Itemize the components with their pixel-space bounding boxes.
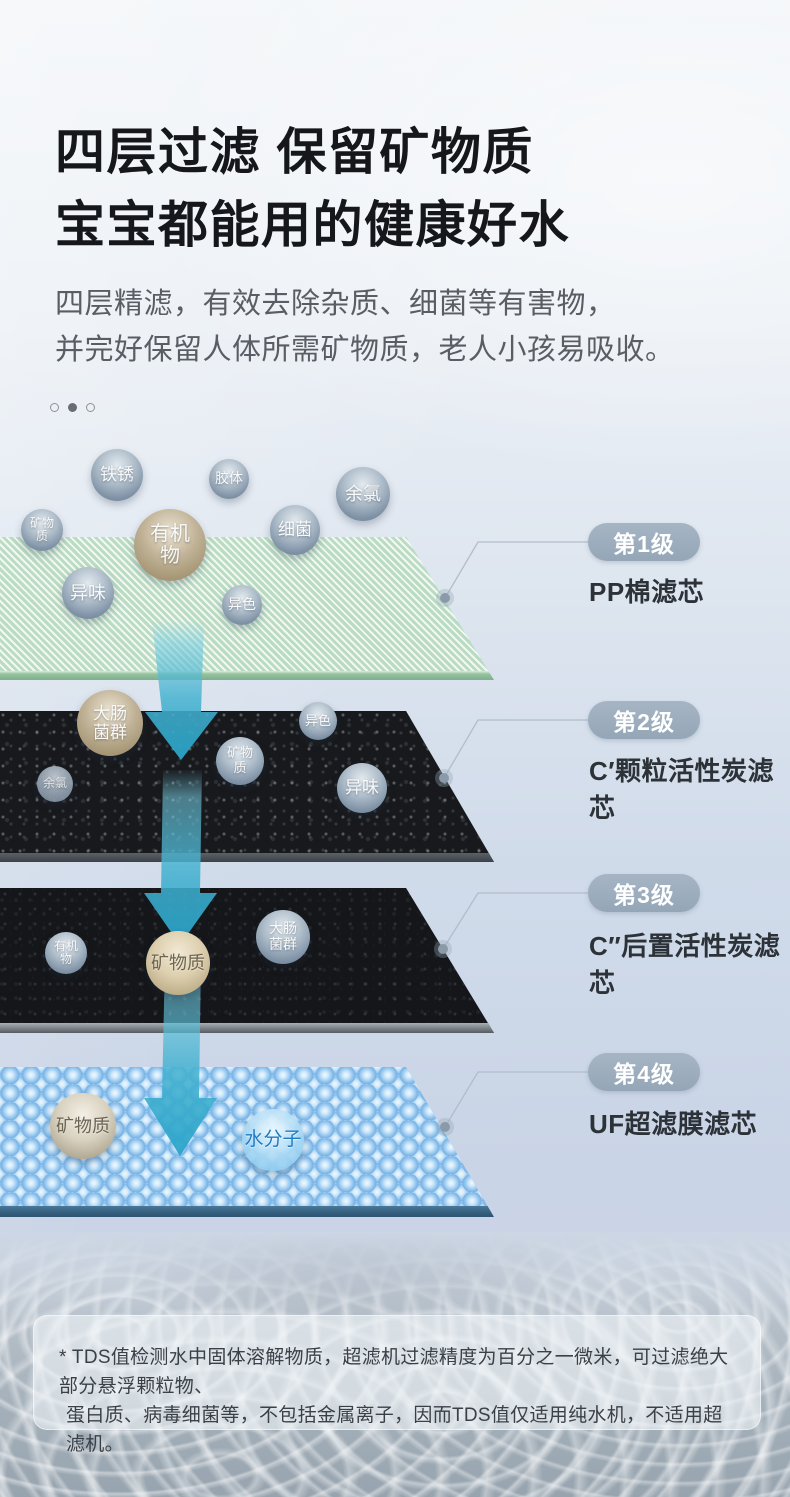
bubble-odor-2: 异味	[337, 763, 387, 813]
stage-4-name: UF超滤膜滤芯	[589, 1109, 758, 1139]
bubble-minerals-2: 矿物 质	[216, 737, 264, 785]
layer-4-edge	[0, 1206, 494, 1217]
footnote-line-2: 蛋白质、病毒细菌等，不包括金属离子，因而TDS值仅适用纯水机，不适用超滤机。	[66, 1405, 723, 1455]
layer-3-edge	[0, 1023, 494, 1033]
bubble-minerals-1: 矿物 质	[21, 509, 63, 551]
carousel-indicator	[50, 403, 95, 412]
tds-footnote-card: * TDS值检测水中固体溶解物质，超滤机过滤精度为百分之一微米，可过滤绝大部分悬…	[33, 1315, 761, 1455]
stage-1-name: PP棉滤芯	[589, 577, 705, 607]
stage-4-badge: 第4级	[588, 1053, 700, 1091]
bubble-organic-2: 有机 物	[45, 932, 87, 974]
bubble-coliform-1: 大肠 菌群	[77, 690, 143, 756]
stage-3-name: C″后置活性炭滤芯	[589, 931, 781, 998]
water-fog-overlay	[0, 1232, 790, 1327]
bubble-odor-1: 异味	[62, 567, 114, 619]
carousel-dot-3[interactable]	[86, 403, 95, 412]
bubble-organic-1: 有机 物	[134, 509, 206, 581]
stage-1-badge: 第1级	[588, 523, 700, 561]
bubble-chlorine-1: 余氯	[336, 467, 390, 521]
stage-2-name: C′颗粒活性炭滤芯	[589, 756, 775, 823]
bubble-bacteria: 细菌	[270, 505, 320, 555]
bubble-water-molecule: 水分子	[242, 1109, 304, 1171]
subtitle-line-2: 并完好保留人体所需矿物质，老人小孩易吸收。	[55, 334, 675, 366]
carousel-dot-1[interactable]	[50, 403, 59, 412]
bubble-coliform-2: 大肠 菌群	[256, 910, 310, 964]
bubble-chlorine-2: 余氯	[37, 766, 73, 802]
stage-2-badge: 第2级	[588, 701, 700, 739]
footnote-line-1: * TDS值检测水中固体溶解物质，超滤机过滤精度为百分之一微米，可过滤绝大部分悬…	[59, 1347, 729, 1397]
layer-2-edge	[0, 853, 494, 862]
bubble-minerals-3: 矿物质	[146, 931, 210, 995]
filter-layer-2-granular-carbon	[0, 711, 494, 862]
carousel-dot-2-active[interactable]	[68, 403, 77, 412]
page-subtitle: 四层精滤，有效去除杂质、细菌等有害物， 并完好保留人体所需矿物质，老人小孩易吸收…	[55, 281, 675, 373]
layer-2-granular-texture	[0, 711, 494, 862]
stage-3-badge: 第3级	[588, 874, 700, 912]
bubble-discolor-2: 异色	[299, 702, 337, 740]
subtitle-line-1: 四层精滤，有效去除杂质、细菌等有害物，	[55, 288, 616, 320]
bubble-minerals-4: 矿物质	[50, 1093, 116, 1159]
title-line-1: 四层过滤 保留矿物质	[55, 124, 534, 180]
bubble-discolor-1: 异色	[222, 585, 262, 625]
title-line-2: 宝宝都能用的健康好水	[55, 197, 570, 253]
bubble-colloid: 胶体	[209, 459, 249, 499]
layer-1-edge	[0, 671, 494, 680]
page-title: 四层过滤 保留矿物质 宝宝都能用的健康好水	[55, 116, 570, 262]
bubble-rust: 铁锈	[91, 449, 143, 501]
